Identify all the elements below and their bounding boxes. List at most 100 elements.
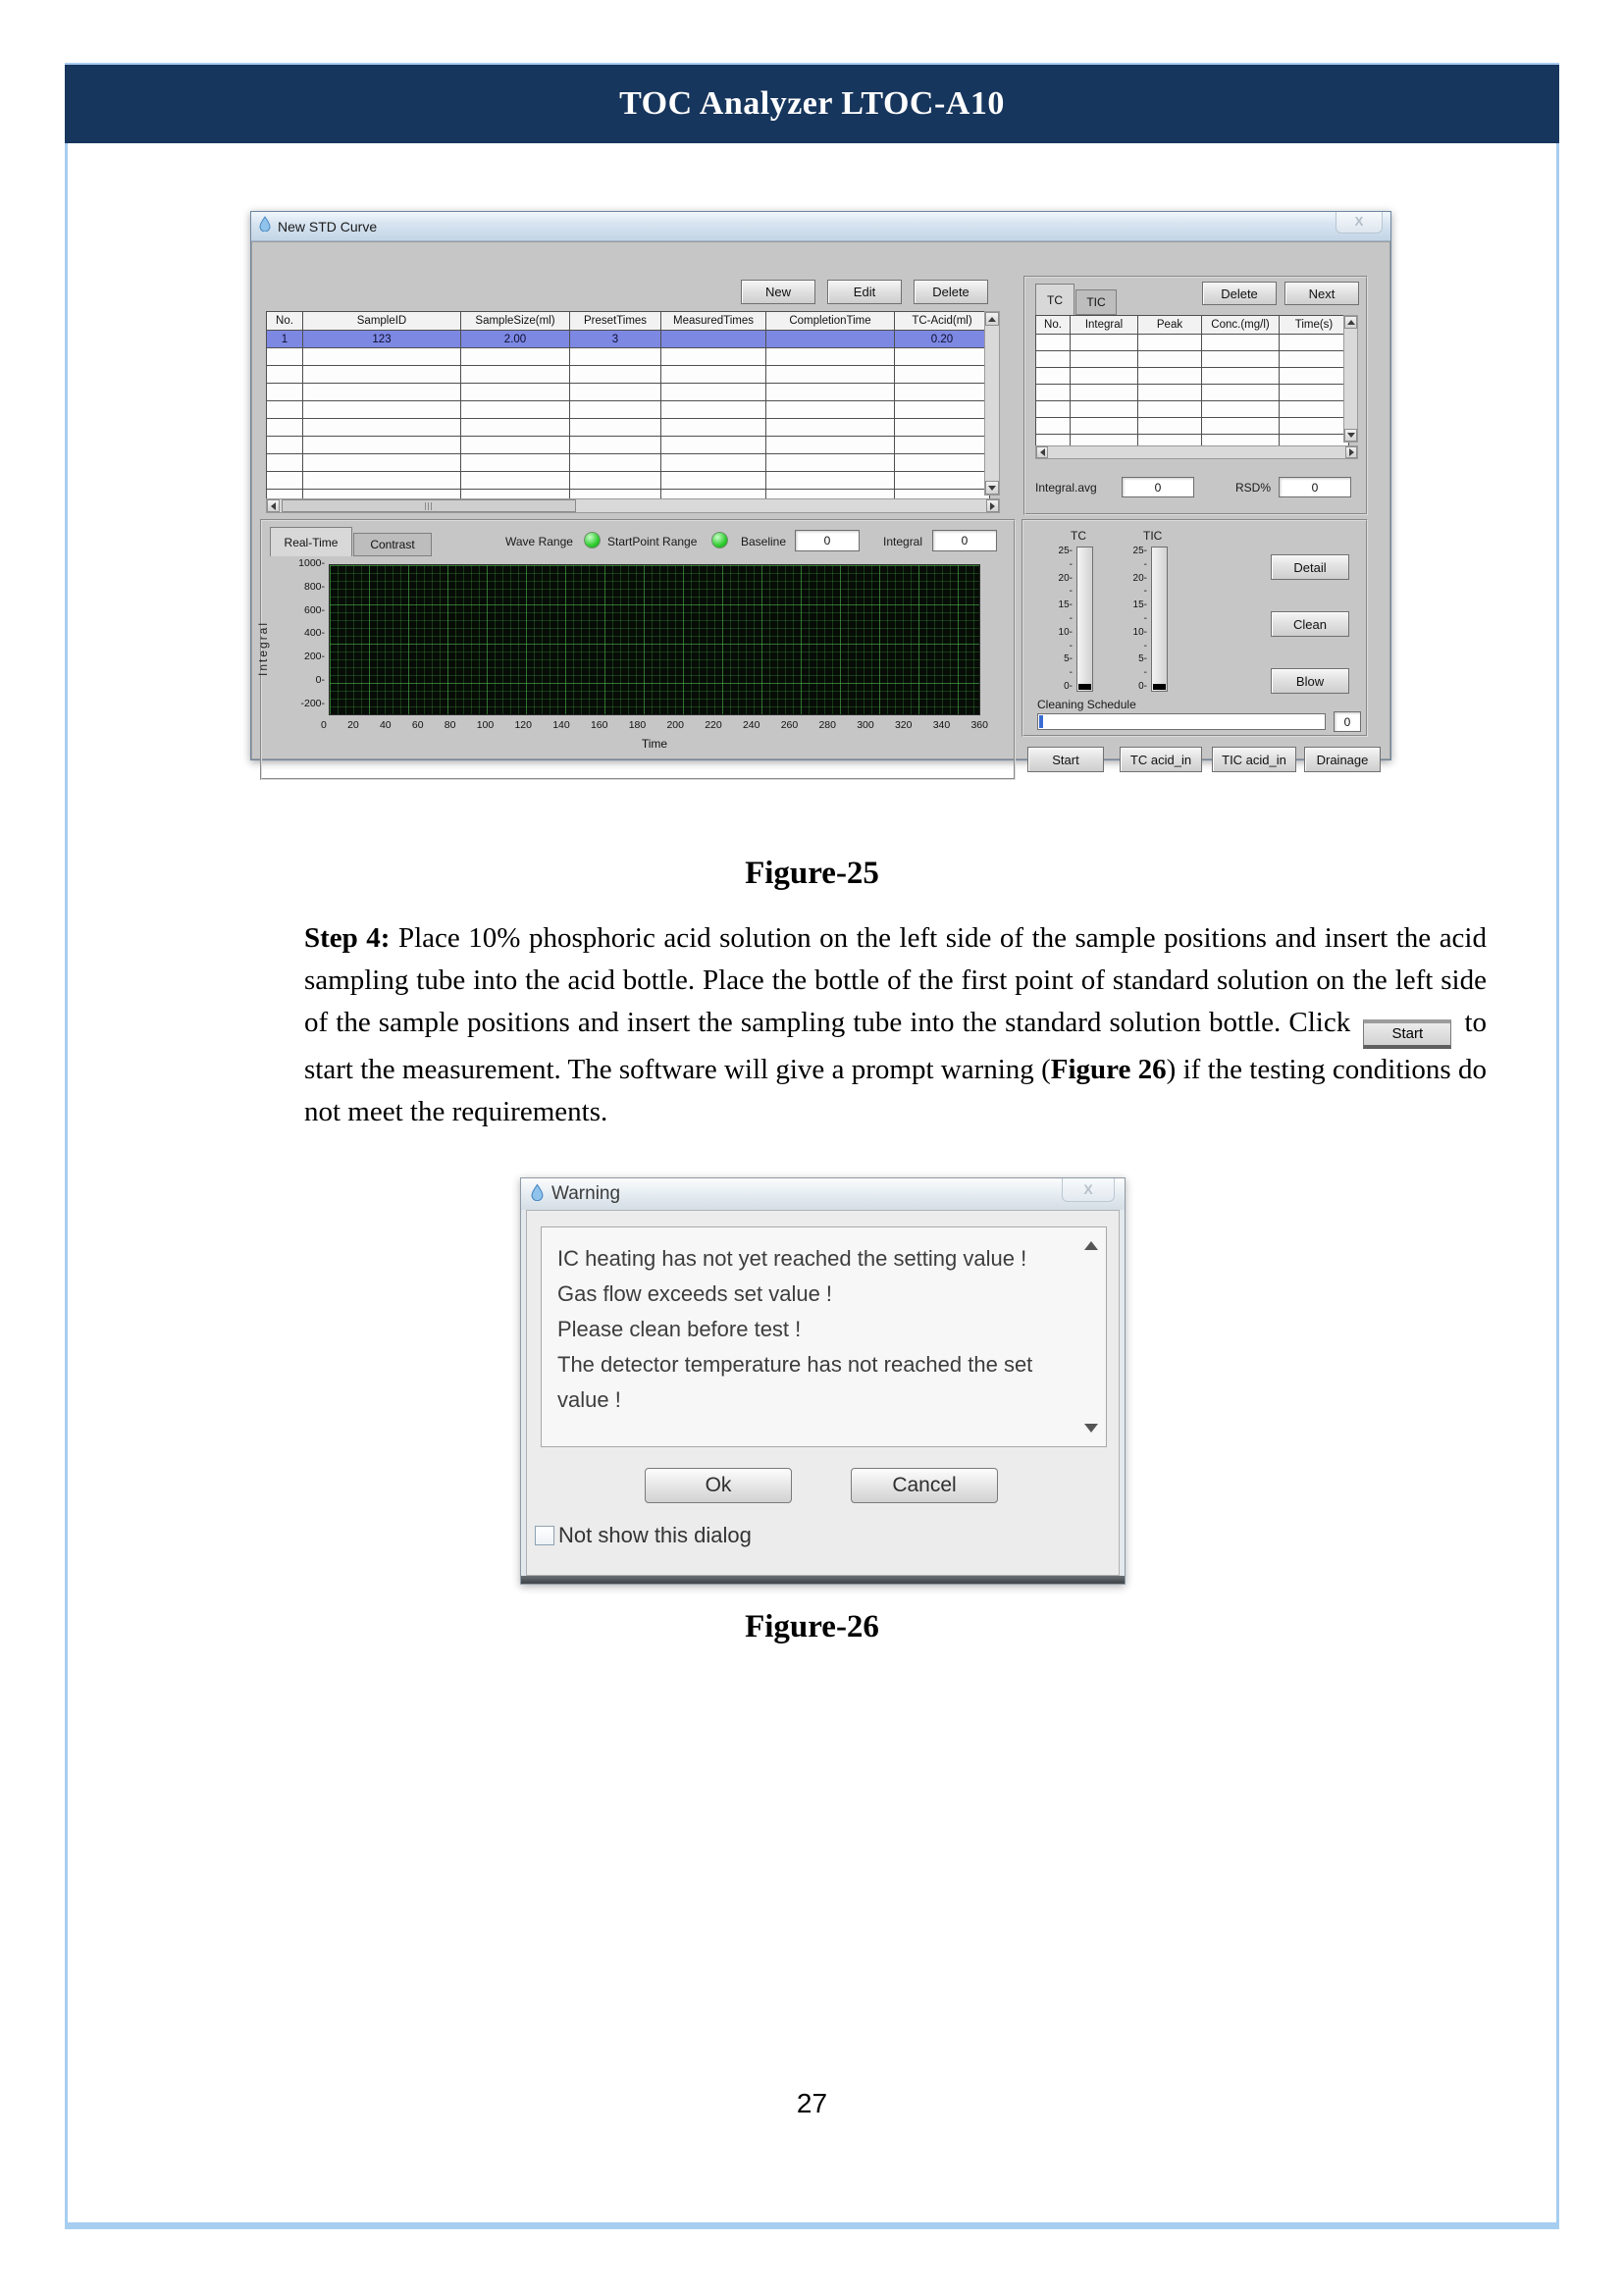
x-tick-label: 180	[628, 719, 647, 731]
gauge-tick-label: 15-	[1058, 600, 1073, 611]
close-icon[interactable]: X	[1336, 212, 1383, 234]
scroll-up-icon[interactable]	[1344, 316, 1357, 329]
not-show-dialog-label: Not show this dialog	[558, 1523, 752, 1547]
result-table-hscrollbar[interactable]	[1035, 445, 1358, 459]
tab-real-time[interactable]: Real-Time	[270, 527, 352, 556]
close-icon[interactable]: X	[1062, 1178, 1115, 1202]
table-row-empty[interactable]	[266, 347, 990, 366]
integral-avg-field[interactable]: 0	[1122, 477, 1194, 497]
baseline-field[interactable]: 0	[795, 530, 860, 551]
table-row-empty[interactable]	[266, 400, 990, 419]
not-show-dialog-checkbox[interactable]	[535, 1526, 554, 1545]
integral-field[interactable]: 0	[932, 530, 997, 551]
gauge-tick-label: -	[1069, 558, 1073, 570]
scroll-right-icon[interactable]	[1345, 446, 1357, 458]
cancel-button[interactable]: Cancel	[851, 1468, 998, 1503]
gauge-tick-label: 10-	[1132, 626, 1147, 638]
scroll-up-icon[interactable]	[1084, 1241, 1098, 1250]
column-header: No.	[1035, 315, 1071, 335]
gauge-tick-label: 25-	[1132, 546, 1147, 556]
wave-range-label: Wave Range	[505, 535, 573, 548]
table-cell	[1070, 367, 1138, 385]
scroll-down-icon[interactable]	[985, 481, 999, 495]
x-tick-label: 120	[514, 719, 532, 731]
table-cell	[765, 383, 895, 401]
y-tick-label: 1000-	[298, 557, 325, 569]
table-row-empty[interactable]	[266, 436, 990, 454]
app-icon	[259, 216, 271, 236]
scroll-left-icon[interactable]	[1036, 446, 1048, 458]
scroll-down-icon[interactable]	[1344, 429, 1357, 442]
table-cell	[894, 383, 990, 401]
hscroll-thumb[interactable]	[282, 499, 576, 512]
gauge-tick-label: -	[1069, 640, 1073, 652]
table-cell	[1279, 417, 1349, 435]
std-curve-titlebar[interactable]: New STD Curve X	[251, 212, 1390, 241]
start-button[interactable]: Start	[1027, 747, 1104, 772]
table-cell	[1137, 384, 1202, 401]
table-row-empty[interactable]	[266, 453, 990, 472]
result-delete-button[interactable]: Delete	[1202, 282, 1277, 305]
edit-button[interactable]: Edit	[827, 280, 902, 304]
table-row-empty[interactable]	[1035, 417, 1349, 435]
app-icon	[531, 1182, 544, 1206]
not-show-dialog-row: Not show this dialog	[535, 1523, 752, 1548]
table-cell	[894, 365, 990, 384]
column-header: Conc.(mg/l)	[1201, 315, 1280, 335]
x-tick-label: 0	[321, 719, 327, 731]
table-cell	[1035, 350, 1071, 368]
table-row-empty[interactable]	[1035, 400, 1349, 418]
gauge-tick-label: -	[1069, 586, 1073, 598]
scroll-down-icon[interactable]	[1084, 1424, 1098, 1433]
blow-button[interactable]: Blow	[1271, 668, 1349, 694]
detail-button[interactable]: Detail	[1271, 554, 1349, 580]
table-cell	[1035, 384, 1071, 401]
table-row-empty[interactable]	[266, 383, 990, 401]
delete-button[interactable]: Delete	[914, 280, 988, 304]
table-row-empty[interactable]	[1035, 384, 1349, 401]
new-button[interactable]: New	[741, 280, 815, 304]
gauge-tick-label: 5-	[1064, 653, 1073, 665]
drainage-button[interactable]: Drainage	[1304, 747, 1381, 772]
scroll-left-icon[interactable]	[267, 499, 280, 512]
table-cell	[1035, 417, 1071, 435]
x-tick-label: 220	[705, 719, 722, 731]
sample-table-vscrollbar[interactable]	[984, 311, 1000, 496]
table-cell: 0.20	[894, 330, 990, 348]
table-row-empty[interactable]	[266, 365, 990, 384]
result-next-button[interactable]: Next	[1284, 282, 1359, 305]
table-cell	[460, 436, 570, 454]
table-cell	[1201, 350, 1280, 368]
column-header: PresetTimes	[569, 311, 661, 331]
tab-tc[interactable]: TC	[1035, 284, 1074, 315]
x-tick-label: 20	[347, 719, 359, 731]
gauge-tick-label: 10-	[1058, 626, 1073, 638]
table-cell	[660, 436, 766, 454]
table-row-empty[interactable]	[1035, 350, 1349, 368]
table-row-empty[interactable]	[1035, 334, 1349, 351]
table-row-empty[interactable]	[266, 471, 990, 490]
wave-range-led-icon	[584, 532, 601, 548]
table-cell	[1035, 367, 1071, 385]
table-row-empty[interactable]	[1035, 367, 1349, 385]
step4-paragraph: Step 4: Place 10% phosphoric acid soluti…	[304, 917, 1487, 1133]
table-cell	[266, 347, 303, 366]
tc-acid-in-button[interactable]: TC acid_in	[1120, 747, 1202, 772]
tab-tic[interactable]: TIC	[1075, 289, 1117, 315]
figure26-caption: Figure-26	[745, 1609, 879, 1644]
warning-titlebar[interactable]: Warning X	[521, 1178, 1125, 1210]
table-cell	[1035, 400, 1071, 418]
table-cell	[569, 471, 661, 490]
clean-button[interactable]: Clean	[1271, 611, 1349, 637]
tic-acid-in-button[interactable]: TIC acid_in	[1212, 747, 1296, 772]
ok-button[interactable]: Ok	[645, 1468, 792, 1503]
tab-contrast[interactable]: Contrast	[353, 533, 432, 556]
table-cell	[660, 347, 766, 366]
scroll-right-icon[interactable]	[986, 499, 999, 512]
sample-table-hscrollbar[interactable]	[266, 498, 1000, 513]
result-table-vscrollbar[interactable]	[1343, 315, 1358, 443]
scroll-up-icon[interactable]	[985, 312, 999, 326]
table-row-empty[interactable]	[266, 418, 990, 437]
rsd-field[interactable]: 0	[1279, 477, 1351, 497]
